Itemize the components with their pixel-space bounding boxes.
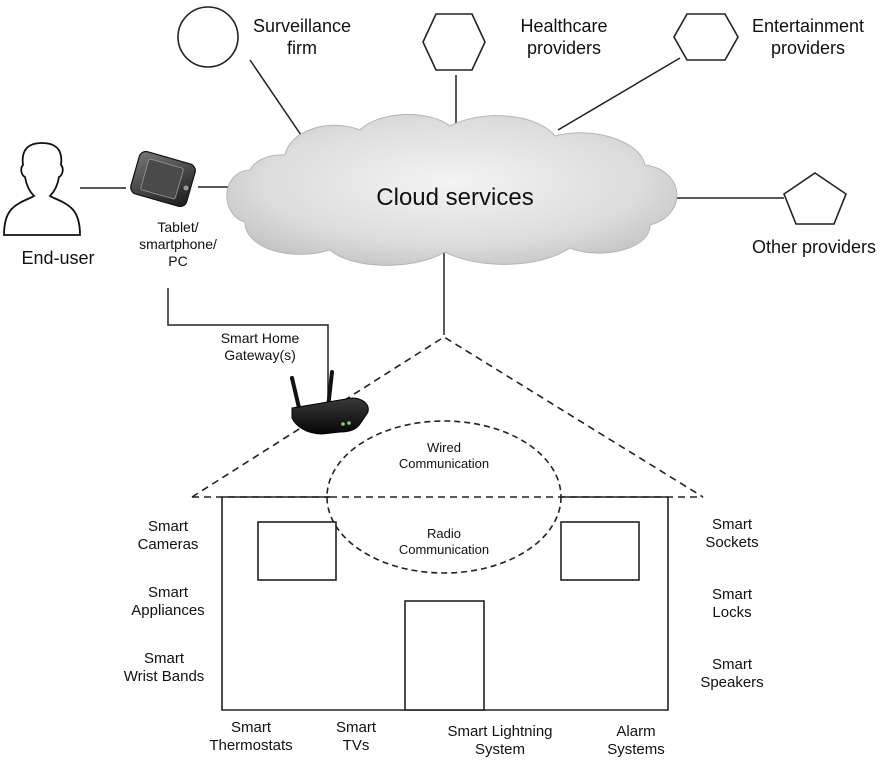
smart-wrist-bands-line2: Wrist Bands [123,668,205,685]
entertainment-hexagon [673,13,739,61]
smart-lightning-line2: System [474,741,525,758]
device-line1: Tablet/ [157,219,199,235]
smart-tvs-line1: Smart [335,719,376,736]
label-wired-communication: Wired Communication [384,440,504,471]
user-icon [3,142,81,236]
radio-line2: Communication [398,541,490,557]
label-healthcare: Healthcare providers [494,16,634,59]
cloud-services-text: Cloud services [376,184,534,211]
communication-ellipse [326,420,562,574]
end-user-text: End-user [21,248,95,268]
device-line3: PC [168,252,188,269]
smart-thermostats-line1: Smart [230,719,271,736]
smart-cameras-line2: Cameras [137,536,199,553]
smart-locks-line1: Smart [711,586,752,603]
smart-cameras-line1: Smart [147,518,188,535]
healthcare-hexagon [422,13,486,71]
label-smart-appliances: Smart Appliances [114,584,222,620]
smart-thermostats-line2: Thermostats [209,737,293,754]
radio-line1: Radio [427,526,461,541]
smart-locks-line2: Locks [712,604,752,621]
entertainment-line2: providers [770,37,846,58]
label-end-user: End-user [2,248,114,270]
window-right [560,521,640,581]
healthcare-line1: Healthcare [520,16,608,36]
smart-tvs-line2: TVs [342,737,370,754]
provider-shapes [177,6,847,225]
line-device-gateway [167,288,329,398]
label-smart-thermostats: Smart Thermostats [196,719,306,755]
cloud-services-label: Cloud services [345,184,565,213]
label-other-providers: Other providers [735,237,893,259]
label-smart-lightning-system: Smart Lightning System [420,723,580,759]
alarm-systems-line2: Systems [607,741,665,758]
house [191,336,704,711]
label-smart-sockets: Smart Sockets [686,516,778,552]
router-icon [290,370,369,435]
label-smart-locks: Smart Locks [686,586,778,622]
gateway-line2: Gateway(s) [224,346,296,363]
surveillance-circle [177,6,239,68]
label-smart-tvs: Smart TVs [316,719,396,755]
wired-line2: Communication [398,455,490,471]
label-alarm-systems: Alarm Systems [584,723,688,759]
cloud-shape [226,113,678,266]
house-roof [191,336,704,498]
label-surveillance: Surveillance firm [236,16,368,59]
entertainment-line1: Entertainment [751,16,865,36]
surveillance-line1: Surveillance [252,16,352,36]
healthcare-line2: providers [526,37,602,58]
phone-icon [130,150,196,208]
window-left [257,521,337,581]
smart-sockets-line1: Smart [711,516,752,533]
label-radio-communication: Radio Communication [384,526,504,557]
label-entertainment: Entertainment providers [738,16,878,59]
label-smart-speakers: Smart Speakers [686,656,778,692]
smart-speakers-line2: Speakers [700,674,764,691]
smart-wrist-bands-line1: Smart [143,650,184,667]
other-providers-line1: Other providers [751,237,877,257]
label-smart-cameras: Smart Cameras [118,518,218,554]
smart-lightning-line1: Smart Lightning [447,723,553,740]
label-smart-wrist-bands: Smart Wrist Bands [108,650,220,686]
smart-speakers-line1: Smart [711,656,752,673]
device-line2: smartphone/ [139,235,217,252]
line-entertainment [557,57,681,131]
alarm-systems-line1: Alarm [616,723,656,740]
surveillance-line2: firm [287,37,317,58]
other-pentagon [783,172,847,225]
label-device: Tablet/ smartphone/ PC [128,219,228,269]
smart-sockets-line2: Sockets [705,534,759,551]
gateway-line1: Smart Home [220,330,300,346]
wired-line1: Wired [427,440,461,455]
smart-appliances-line2: Appliances [131,602,205,619]
house-door [404,600,485,711]
label-gateway: Smart Home Gateway(s) [208,330,312,364]
smart-appliances-line1: Smart [147,584,188,601]
